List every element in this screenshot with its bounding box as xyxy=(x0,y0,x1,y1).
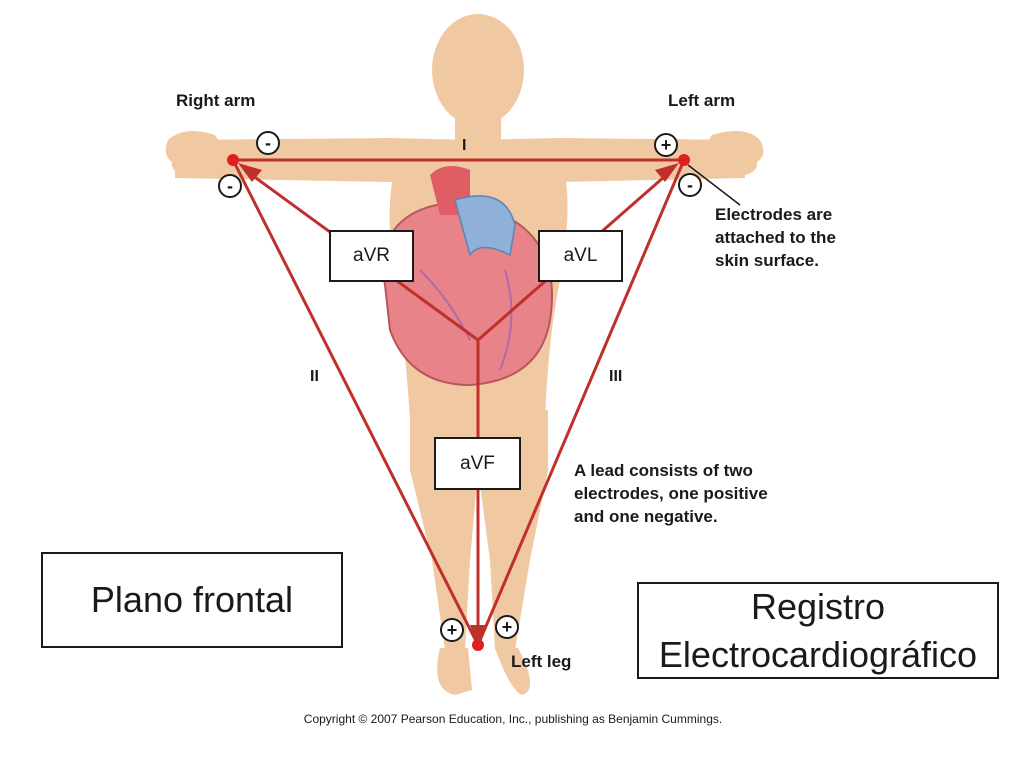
lead-box-avr: aVR xyxy=(329,230,414,282)
polarity-la-right: - xyxy=(678,173,702,197)
lead-III-line xyxy=(476,159,686,646)
svg-text:-: - xyxy=(227,176,233,196)
lead-box-avf: aVF xyxy=(434,437,521,490)
label-right-arm: Right arm xyxy=(176,91,255,110)
svg-text:+: + xyxy=(502,617,513,637)
electrode-left-arm xyxy=(678,154,690,166)
electrode-right-arm xyxy=(227,154,239,166)
svg-text:+: + xyxy=(661,135,672,155)
label-left-leg: Left leg xyxy=(511,652,571,671)
caption-plano-frontal: Plano frontal xyxy=(41,552,343,648)
heart-illustration xyxy=(382,166,553,387)
polarity-la-top: + xyxy=(654,133,678,157)
svg-text:+: + xyxy=(447,620,458,640)
polarity-markers: - - + - + + xyxy=(218,131,702,642)
avr-arrowhead xyxy=(238,163,262,182)
avf-arrowhead xyxy=(470,625,486,645)
label-lead-III: III xyxy=(609,368,622,385)
polarity-ra-left: - xyxy=(218,174,242,198)
lead-note: A lead consists of two electrodes, one p… xyxy=(574,461,772,526)
polarity-ll-right: + xyxy=(495,615,519,639)
electrodes xyxy=(227,154,690,651)
svg-text:-: - xyxy=(687,175,693,195)
label-left-arm: Left arm xyxy=(668,91,735,110)
polarity-ll-left: + xyxy=(440,618,464,642)
electrodes-pointer xyxy=(687,164,741,206)
electrode-left-leg xyxy=(472,639,484,651)
lead-box-avl: aVL xyxy=(538,230,623,282)
caption-registro: Registro Electrocardiográfico xyxy=(637,582,999,679)
lead-arrowheads xyxy=(238,163,679,645)
lead-II-line xyxy=(231,159,480,646)
electrodes-note: Electrodes are attached to the skin surf… xyxy=(715,205,841,270)
svg-text:-: - xyxy=(265,133,271,153)
caption-registro-line2: Electrocardiográfico xyxy=(658,633,978,675)
copyright-text: Copyright © 2007 Pearson Education, Inc.… xyxy=(304,712,722,726)
avl-arrowhead xyxy=(655,163,679,182)
label-lead-II: II xyxy=(310,368,319,385)
label-lead-I: I xyxy=(462,137,466,154)
polarity-ra-top: - xyxy=(256,131,280,155)
caption-registro-line1: Registro xyxy=(750,585,886,627)
